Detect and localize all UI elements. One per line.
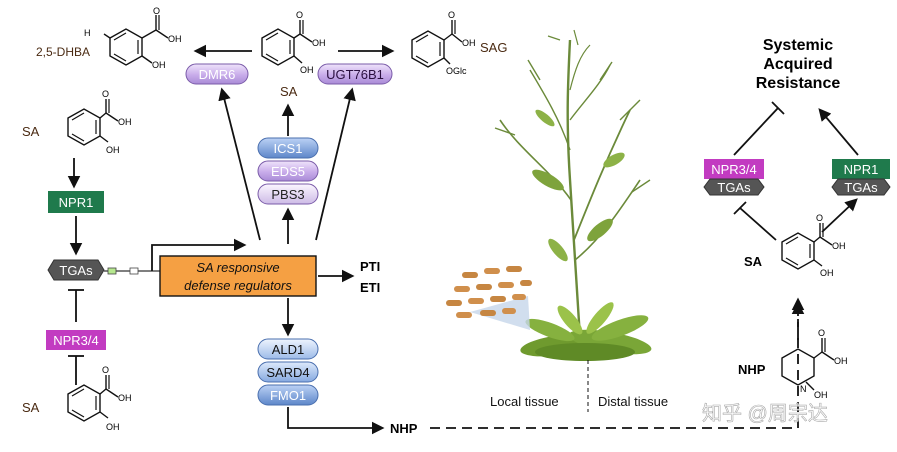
sa-right-molecule: O OH OH SA (744, 213, 846, 278)
local-tissue-label: Local tissue (490, 394, 559, 409)
sa-top-label: SA (280, 84, 298, 99)
sa-top-o: O (296, 10, 303, 20)
sag-molecule: O OH OGlc SAG (411, 10, 507, 76)
watermark: 知乎 @周宗达 (702, 402, 828, 425)
npr34-left-label: NPR3/4 (53, 333, 99, 348)
sar-line2: Acquired (763, 56, 832, 73)
sag-oh: OH (462, 38, 476, 48)
sar-line3: Resistance (756, 75, 841, 92)
sa-lb-oh2: OH (106, 422, 120, 432)
sa-r-o: O (816, 213, 823, 223)
arrow-fmo1-to-nhp (287, 407, 385, 435)
ics1-label: ICS1 (274, 141, 303, 156)
dashed-nhp-to-sa (430, 297, 805, 429)
arrow-sa-to-npr1-right (821, 198, 858, 233)
sa-lt-oh1: OH (118, 117, 132, 127)
fmo1-pill: FMO1 (257, 384, 319, 406)
sar-line1: Systemic (763, 37, 833, 54)
center-box-line1: SA responsive (196, 260, 279, 275)
dhba-oh-para: H (84, 28, 91, 38)
sa-left-top-label: SA (22, 124, 40, 139)
nhp-label: NHP (390, 421, 418, 436)
sa-lb-oh1: OH (118, 393, 132, 403)
sa-top-oh1: OH (312, 38, 326, 48)
ald1-label: ALD1 (272, 342, 305, 357)
eds5-pill: EDS5 (257, 160, 319, 182)
arrow-npr1-to-sar (818, 108, 859, 156)
sard4-pill: SARD4 (257, 361, 319, 383)
nhp-r-n: N (800, 384, 807, 394)
npr34-right-box: NPR3/4 (704, 159, 764, 179)
tgas-right-b-label: TGAs (844, 180, 878, 195)
npr34-right-label: NPR3/4 (711, 162, 757, 177)
sa-top-molecule: O OH OH SA (261, 10, 326, 99)
npr1-left-label: NPR1 (59, 195, 94, 210)
sa-top-oh2: OH (300, 65, 314, 75)
sa-left-top-molecule: O OH OH SA (22, 89, 132, 155)
dhba-oh-ring: OH (152, 60, 166, 70)
arrow-box-to-ugt76b1 (315, 87, 356, 241)
tgas-left-hex: TGAs (47, 259, 105, 281)
sa-r-oh2: OH (820, 268, 834, 278)
sa-defense-regulators-box: SA responsive defense regulators (159, 255, 317, 297)
arrow-box-to-dmr6 (218, 87, 261, 241)
npr1-left-box: NPR1 (48, 191, 104, 213)
dhba-oh-acid: OH (168, 34, 182, 44)
sa-lb-o: O (102, 365, 109, 375)
dhba-o: O (153, 6, 160, 16)
sa-left-bottom-label: SA (22, 400, 40, 415)
pti-label: PTI (360, 259, 380, 274)
npr1-right-label: NPR1 (844, 162, 879, 177)
dmr6-pill: DMR6 (185, 63, 249, 85)
sa-left-bottom-molecule: O OH OH SA (22, 365, 132, 432)
sa-lt-o: O (102, 89, 109, 99)
sag-oglc: OGlc (446, 66, 467, 76)
sag-o: O (448, 10, 455, 20)
tgas-right-b-hex: TGAs (831, 178, 891, 196)
center-box-line2: defense regulators (184, 278, 292, 293)
inhibit-npr34-sar (733, 107, 779, 156)
ald1-pill: ALD1 (257, 338, 319, 360)
eds5-label: EDS5 (271, 164, 305, 179)
sag-label: SAG (480, 40, 507, 55)
sa-right-label: SA (744, 254, 763, 269)
sa-lt-oh2: OH (106, 145, 120, 155)
sa-r-oh1: OH (832, 241, 846, 251)
pbs3-pill: PBS3 (257, 183, 319, 205)
nhp-r-o: O (818, 328, 825, 338)
arrow-dna-loop (151, 238, 247, 271)
tgas-right-a-label: TGAs (717, 180, 751, 195)
distal-tissue-label: Distal tissue (598, 394, 668, 409)
dna-strand (104, 267, 166, 275)
inhibit-bar-sar (771, 101, 785, 115)
inhibit-bar-right (733, 201, 747, 215)
eti-label: ETI (360, 280, 380, 295)
sard4-label: SARD4 (266, 365, 309, 380)
nhp-r-noh: OH (814, 390, 828, 400)
dmr6-label: DMR6 (199, 67, 236, 82)
inhibit-sa-npr34-right (739, 207, 777, 241)
fmo1-label: FMO1 (270, 388, 306, 403)
ugt76b1-label: UGT76B1 (326, 67, 384, 82)
plant-illustration (446, 29, 652, 412)
tgas-right-a-hex: TGAs (703, 178, 765, 196)
nhp-right-molecule: O OH N OH NHP (738, 328, 848, 400)
tgas-left-label: TGAs (59, 263, 93, 278)
ugt76b1-pill: UGT76B1 (317, 63, 393, 85)
dhba-molecule: O OH OH H 2,5-DHBA (36, 6, 182, 70)
npr34-left-box: NPR3/4 (46, 330, 106, 350)
ics1-pill: ICS1 (257, 137, 319, 159)
npr1-right-box: NPR1 (832, 159, 890, 179)
nhp-r-oh: OH (834, 356, 848, 366)
pbs3-label: PBS3 (271, 187, 304, 202)
nhp-right-label: NHP (738, 362, 766, 377)
dhba-label: 2,5-DHBA (36, 45, 90, 59)
